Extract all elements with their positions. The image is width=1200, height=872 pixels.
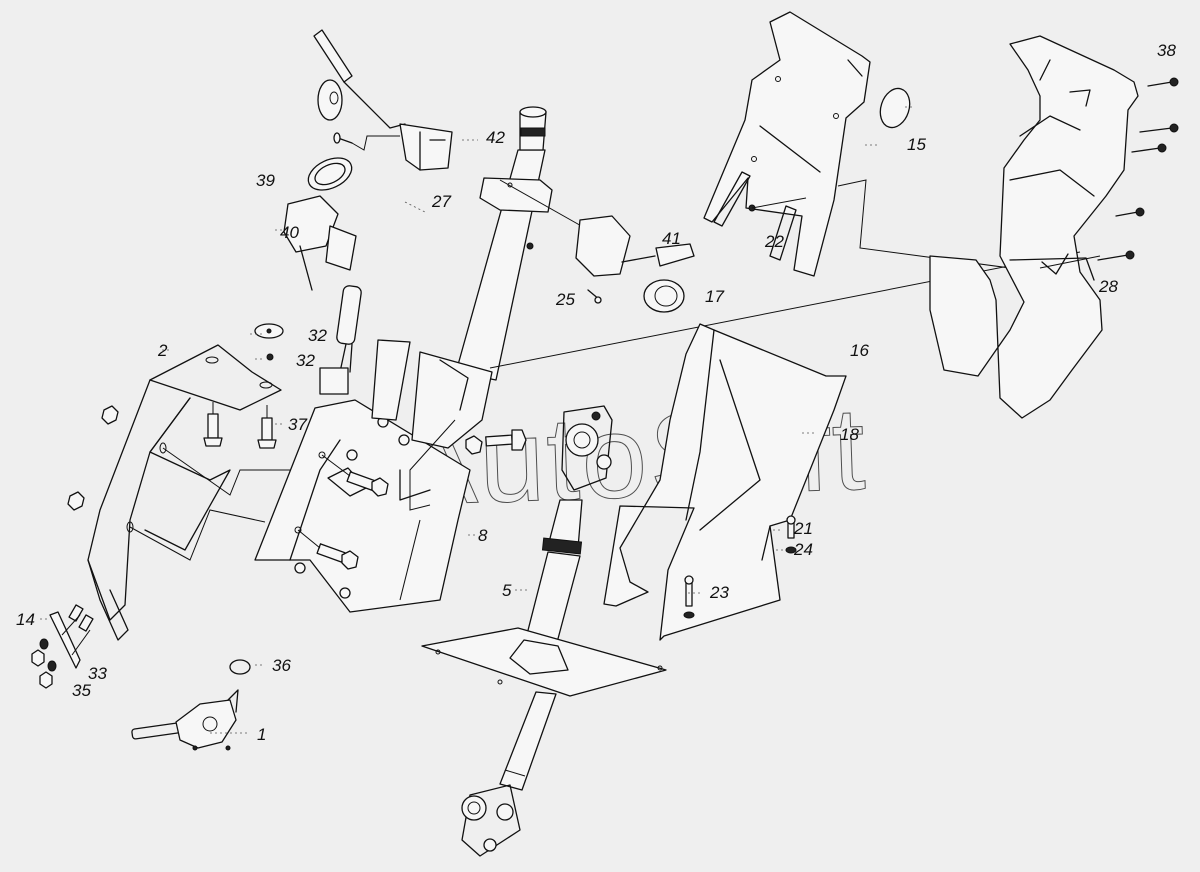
- callout-5: 5: [502, 581, 512, 600]
- part-spring-washer: [39, 638, 57, 672]
- part-lever-boot-right: [643, 279, 685, 313]
- part-upper-cover-right: [929, 35, 1139, 419]
- callout-18: 18: [840, 425, 859, 444]
- part-ignition-switch: [283, 195, 362, 395]
- part-nut: [31, 649, 53, 689]
- part-washer: [254, 323, 284, 339]
- callout-17: 17: [705, 287, 724, 306]
- part-bolt: [297, 454, 389, 570]
- callout-21: 21: [793, 519, 813, 538]
- part-clamp-plate: [49, 604, 94, 669]
- callout-15: 15: [907, 135, 926, 154]
- part-lower-cover: [603, 323, 847, 641]
- callout-38: 38: [1157, 41, 1176, 60]
- callout-35: 36: [272, 656, 291, 675]
- callout-labels: 42 39 27 40 41 25 17 32 2 32 37 8 5 14 3…: [16, 41, 1176, 744]
- part-ring: [307, 157, 353, 191]
- part-nut: [67, 405, 119, 511]
- callout-16: 16: [850, 341, 869, 360]
- part-screw: [1097, 77, 1179, 261]
- part-washer: [683, 546, 797, 619]
- callout-28: 32: [308, 326, 327, 345]
- callout-40: 40: [280, 223, 299, 242]
- leader-lines: [40, 106, 912, 734]
- callout-32-top: 32: [296, 351, 315, 370]
- part-mounting-bracket: [87, 344, 330, 641]
- callout-1: 1: [257, 725, 266, 744]
- callout-37: 28: [1098, 277, 1118, 296]
- part-bolt: [465, 429, 527, 455]
- part-bolt: [203, 402, 277, 449]
- callout-8: 8: [478, 526, 488, 545]
- callout-25: 27: [431, 192, 451, 211]
- callout-32-bottom: 33: [88, 664, 107, 683]
- part-steering-intermediate-shaft: [421, 405, 667, 857]
- callout-24: 25: [555, 290, 575, 309]
- callout-36: 37: [288, 415, 307, 434]
- callout-42: 42: [486, 128, 505, 147]
- callout-2: 2: [157, 341, 168, 360]
- part-steering-column-tube: [371, 106, 1081, 511]
- part-turn-signal-switch: [313, 29, 453, 171]
- part-column-support-bracket: [254, 399, 471, 613]
- callout-39: 39: [256, 171, 275, 190]
- part-ignition-switch-lock: [131, 689, 239, 751]
- callout-27: 24: [793, 540, 813, 559]
- part-spring-washer: [266, 353, 274, 361]
- part-o-ring: [229, 659, 251, 675]
- part-cap: [879, 87, 911, 129]
- callout-23: 23: [709, 583, 729, 602]
- part-upper-cover-left: [703, 11, 1041, 277]
- callout-22: 22: [764, 232, 784, 251]
- part-wiper-switch: [575, 215, 695, 304]
- callout-33: 35: [72, 681, 91, 700]
- callout-41: 41: [662, 229, 681, 248]
- callout-14: 14: [16, 610, 35, 629]
